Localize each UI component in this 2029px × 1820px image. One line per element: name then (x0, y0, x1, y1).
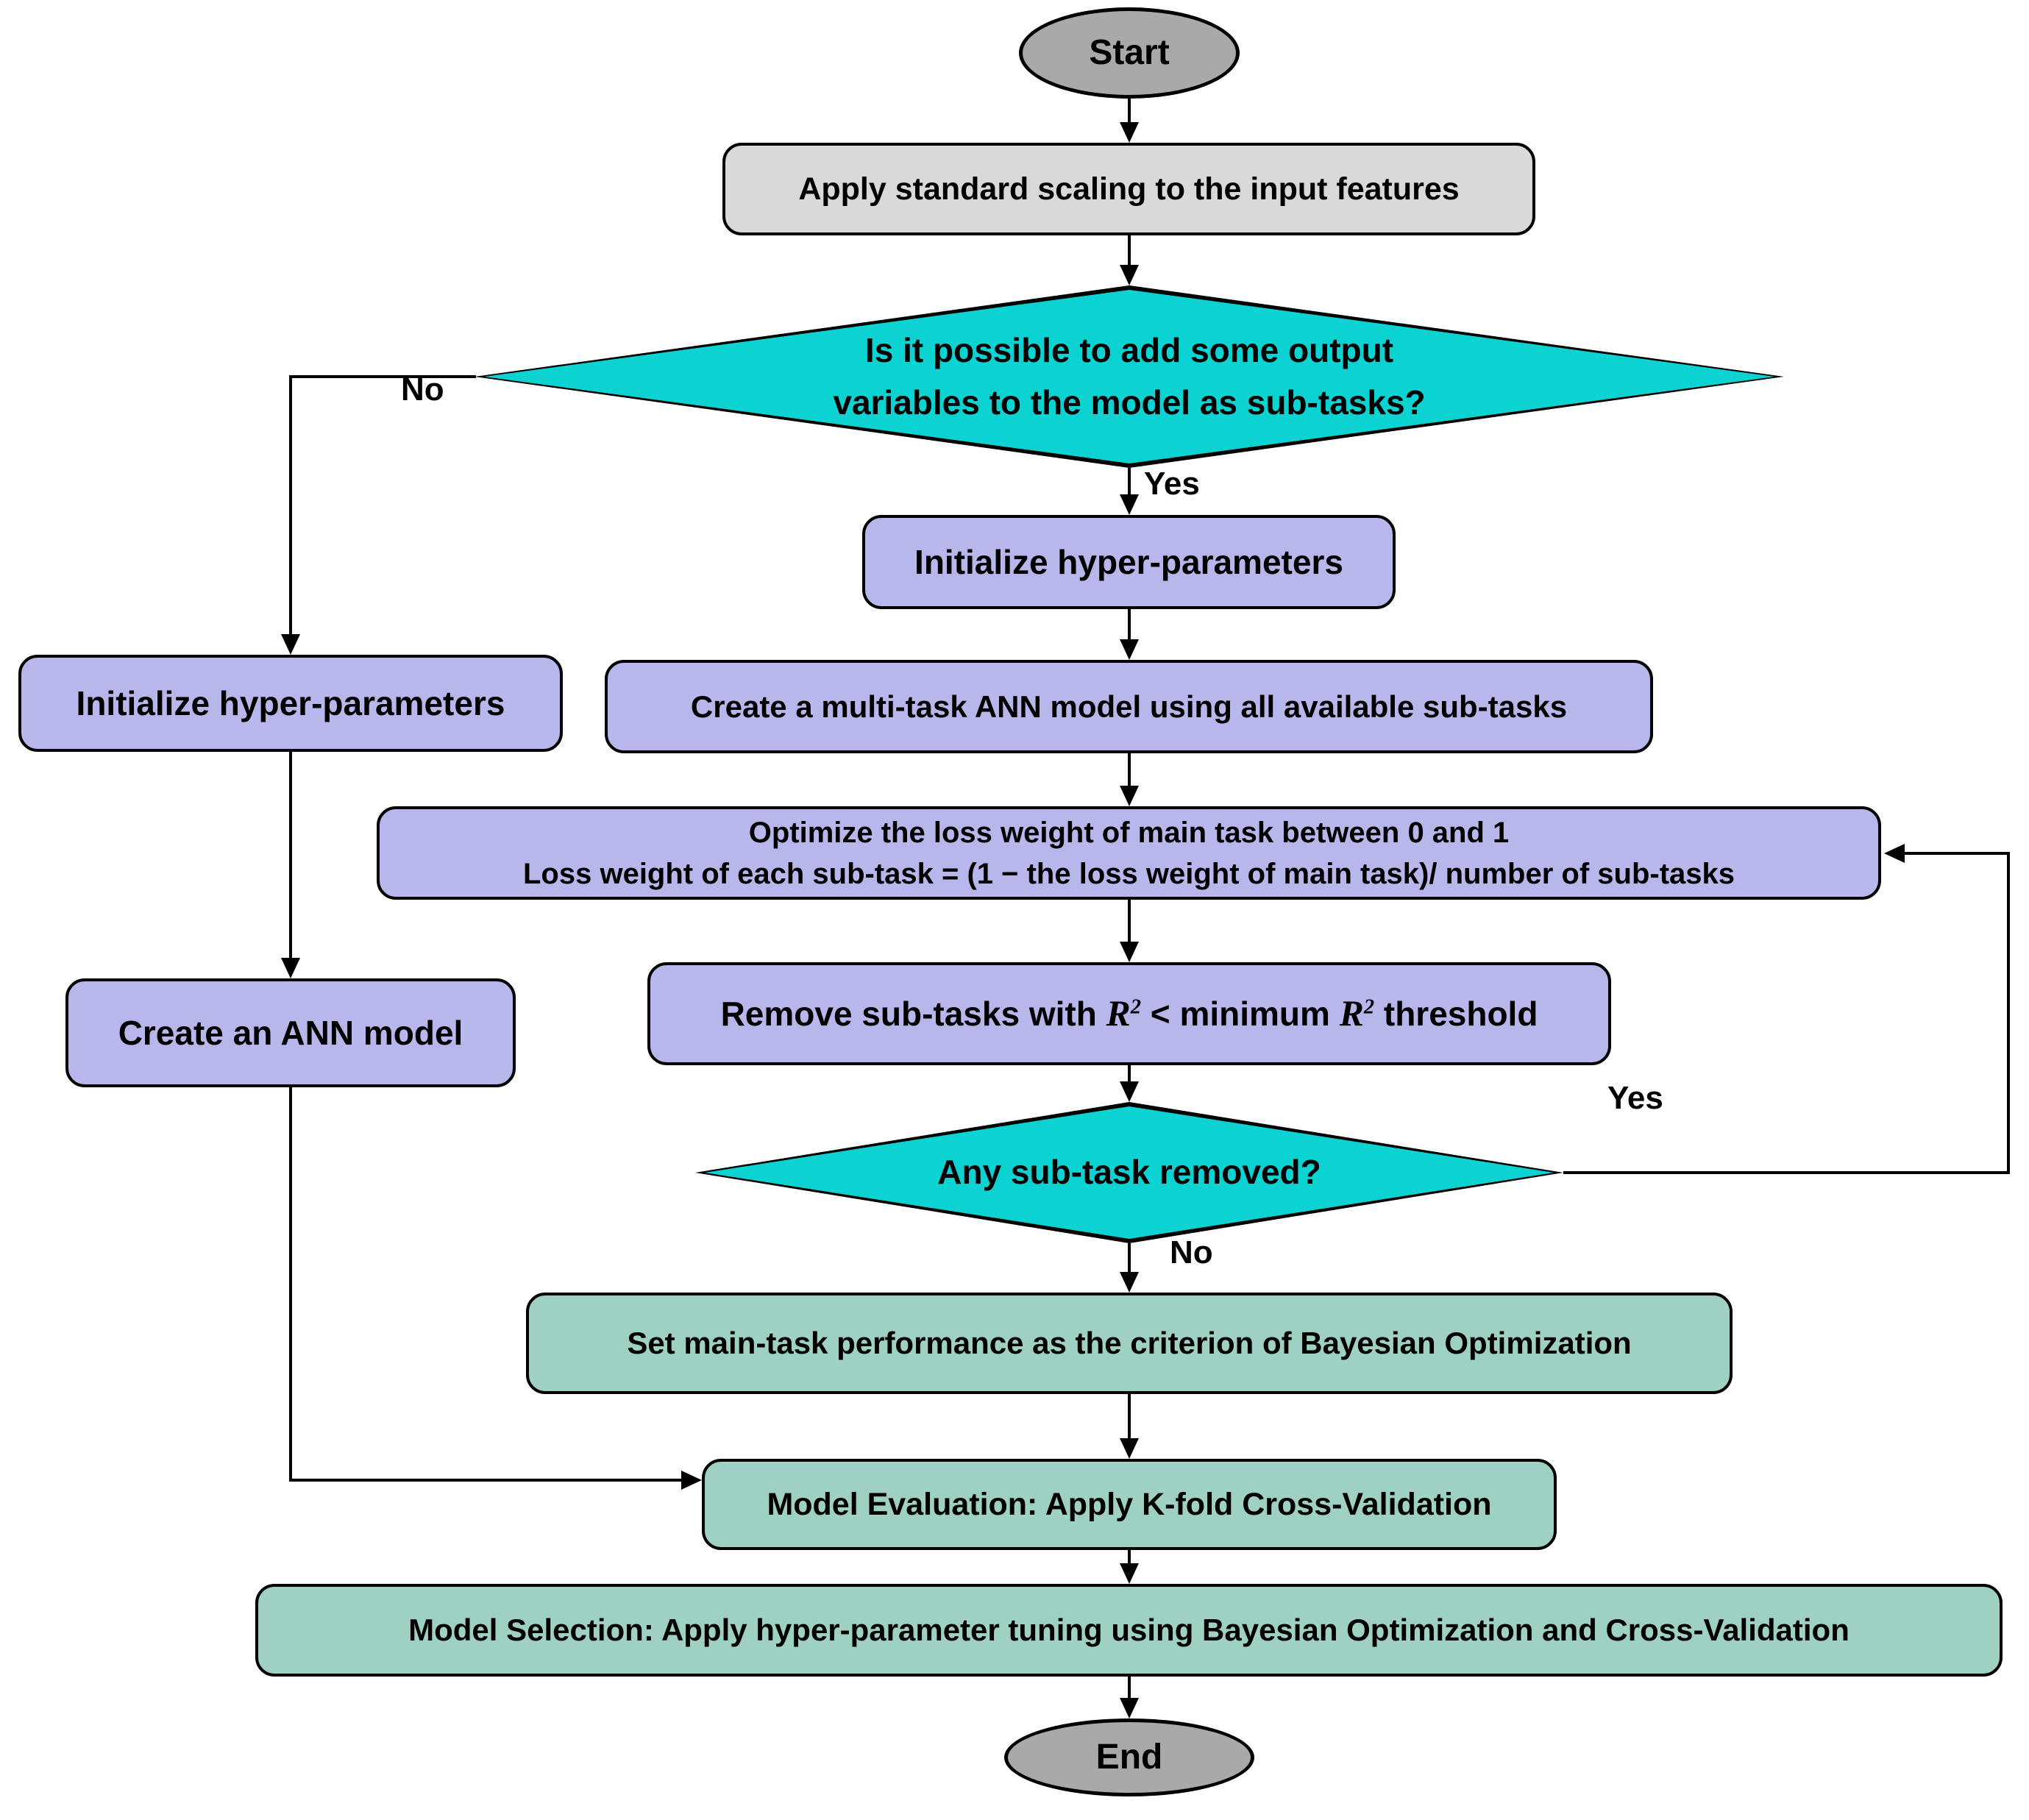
edge-no-into-init-arrow (281, 634, 300, 655)
edge-label-yes-loop: Yes (1607, 1080, 1663, 1116)
remove-text-post: threshold (1374, 994, 1538, 1033)
edge-set-eval-arrow (1120, 1438, 1139, 1459)
process-optimize-loss-weight-line2: Loss weight of each sub-task = (1 − the … (522, 857, 1735, 890)
r-squared-exponent: 2 (1130, 995, 1142, 1019)
process-model-selection: Model Selection: Apply hyper-parameter t… (255, 1584, 2003, 1677)
end-terminal: End (1004, 1718, 1254, 1796)
decision-add-subtasks-line1: Is it possible to add some output (864, 330, 1394, 369)
process-model-evaluation-label: Model Evaluation: Apply K-fold Cross-Val… (767, 1486, 1492, 1522)
process-init-hyperparams-left: Initialize hyper-parameters (18, 655, 563, 752)
remove-text-pre: Remove sub-tasks with (720, 994, 1106, 1033)
edge-init-multitask-line (1128, 609, 1131, 642)
edge-initleft-createann-line (289, 752, 292, 959)
start-terminal: Start (1019, 7, 1240, 99)
edge-initleft-createann-arrow (281, 958, 300, 978)
edge-createann-eval-arrow (681, 1471, 702, 1490)
process-set-criterion-label: Set main-task performance as the criteri… (627, 1326, 1632, 1361)
edge-scale-decision-arrow (1120, 265, 1139, 285)
edge-eval-selection-arrow (1120, 1563, 1139, 1584)
edge-set-eval-line (1128, 1394, 1131, 1441)
edge-createann-eval-line (289, 1479, 681, 1482)
edge-label-yes-down: Yes (1144, 466, 1200, 502)
r-squared-exponent-2: 2 (1363, 995, 1375, 1019)
edge-eval-selection-line (1128, 1550, 1131, 1566)
start-label: Start (1089, 32, 1170, 72)
edge-decision-init-arrow (1120, 494, 1139, 515)
process-create-multitask-ann: Create a multi-task ANN model using all … (605, 660, 1653, 753)
process-model-evaluation: Model Evaluation: Apply K-fold Cross-Val… (702, 1459, 1557, 1550)
process-remove-subtasks-text: Remove sub-tasks with R2 < minimum R2 th… (721, 992, 1538, 1037)
edge-multitask-optimize-line (1128, 753, 1131, 789)
r-squared-symbol-2: R (1339, 992, 1364, 1034)
process-remove-subtasks: Remove sub-tasks with R2 < minimum R2 th… (647, 962, 1611, 1065)
process-standard-scaling: Apply standard scaling to the input feat… (722, 143, 1535, 235)
edge-yes-loop-bottom-line (1563, 1171, 2010, 1174)
edge-init-multitask-arrow (1120, 639, 1139, 660)
edge-optimize-remove-line (1128, 900, 1131, 945)
process-model-selection-label: Model Selection: Apply hyper-parameter t… (408, 1613, 1849, 1648)
edge-scale-decision-line (1128, 235, 1131, 268)
r-squared-symbol: R (1106, 992, 1131, 1034)
decision-subtask-removed-text: Any sub-task removed? (937, 1153, 1321, 1192)
edge-yes-loop-vertical-line (2007, 852, 2010, 1174)
edge-no-horizontal-line (289, 375, 476, 378)
edge-decision2-set-arrow (1120, 1272, 1139, 1293)
process-create-ann: Create an ANN model (65, 978, 516, 1087)
process-init-hyperparams-center-label: Initialize hyper-parameters (914, 542, 1343, 581)
decision-add-subtasks-text: Is it possible to add some output variab… (833, 324, 1425, 430)
edge-multitask-optimize-arrow (1120, 786, 1139, 806)
end-label: End (1095, 1737, 1163, 1777)
edge-remove-decision2-arrow (1120, 1081, 1139, 1102)
edge-selection-end-line (1128, 1677, 1131, 1701)
process-init-hyperparams-left-label: Initialize hyper-parameters (76, 683, 505, 722)
process-create-ann-label: Create an ANN model (118, 1013, 463, 1052)
edge-yes-loop-top-line (1903, 852, 2010, 855)
decision-add-subtasks-line2: variables to the model as sub-tasks? (833, 383, 1426, 422)
edge-start-scale-line (1128, 99, 1131, 125)
edge-label-no-down: No (1170, 1234, 1213, 1270)
edge-decision2-set-line (1128, 1243, 1131, 1275)
decision-subtask-removed: Any sub-task removed? (695, 1102, 1563, 1243)
edge-yes-loop-into-optimize-arrow (1884, 844, 1905, 863)
process-create-multitask-ann-label: Create a multi-task ANN model using all … (690, 689, 1568, 724)
decision-add-subtasks: Is it possible to add some output variab… (475, 285, 1784, 468)
process-init-hyperparams-center: Initialize hyper-parameters (862, 515, 1396, 609)
edge-selection-end-arrow (1120, 1698, 1139, 1718)
edge-remove-decision2-line (1128, 1065, 1131, 1084)
edge-no-vertical-line (289, 375, 292, 636)
process-standard-scaling-label: Apply standard scaling to the input feat… (798, 171, 1460, 207)
process-optimize-loss-weight-line1: Optimize the loss weight of main task be… (748, 816, 1510, 849)
edge-decision-init-line (1128, 468, 1131, 497)
remove-text-mid: < minimum (1141, 994, 1340, 1033)
process-set-criterion: Set main-task performance as the criteri… (526, 1293, 1733, 1394)
edge-createann-down-line (289, 1087, 292, 1482)
edge-start-scale-arrow (1120, 122, 1139, 143)
process-optimize-loss-weight: Optimize the loss weight of main task be… (377, 806, 1881, 900)
edge-optimize-remove-arrow (1120, 942, 1139, 962)
